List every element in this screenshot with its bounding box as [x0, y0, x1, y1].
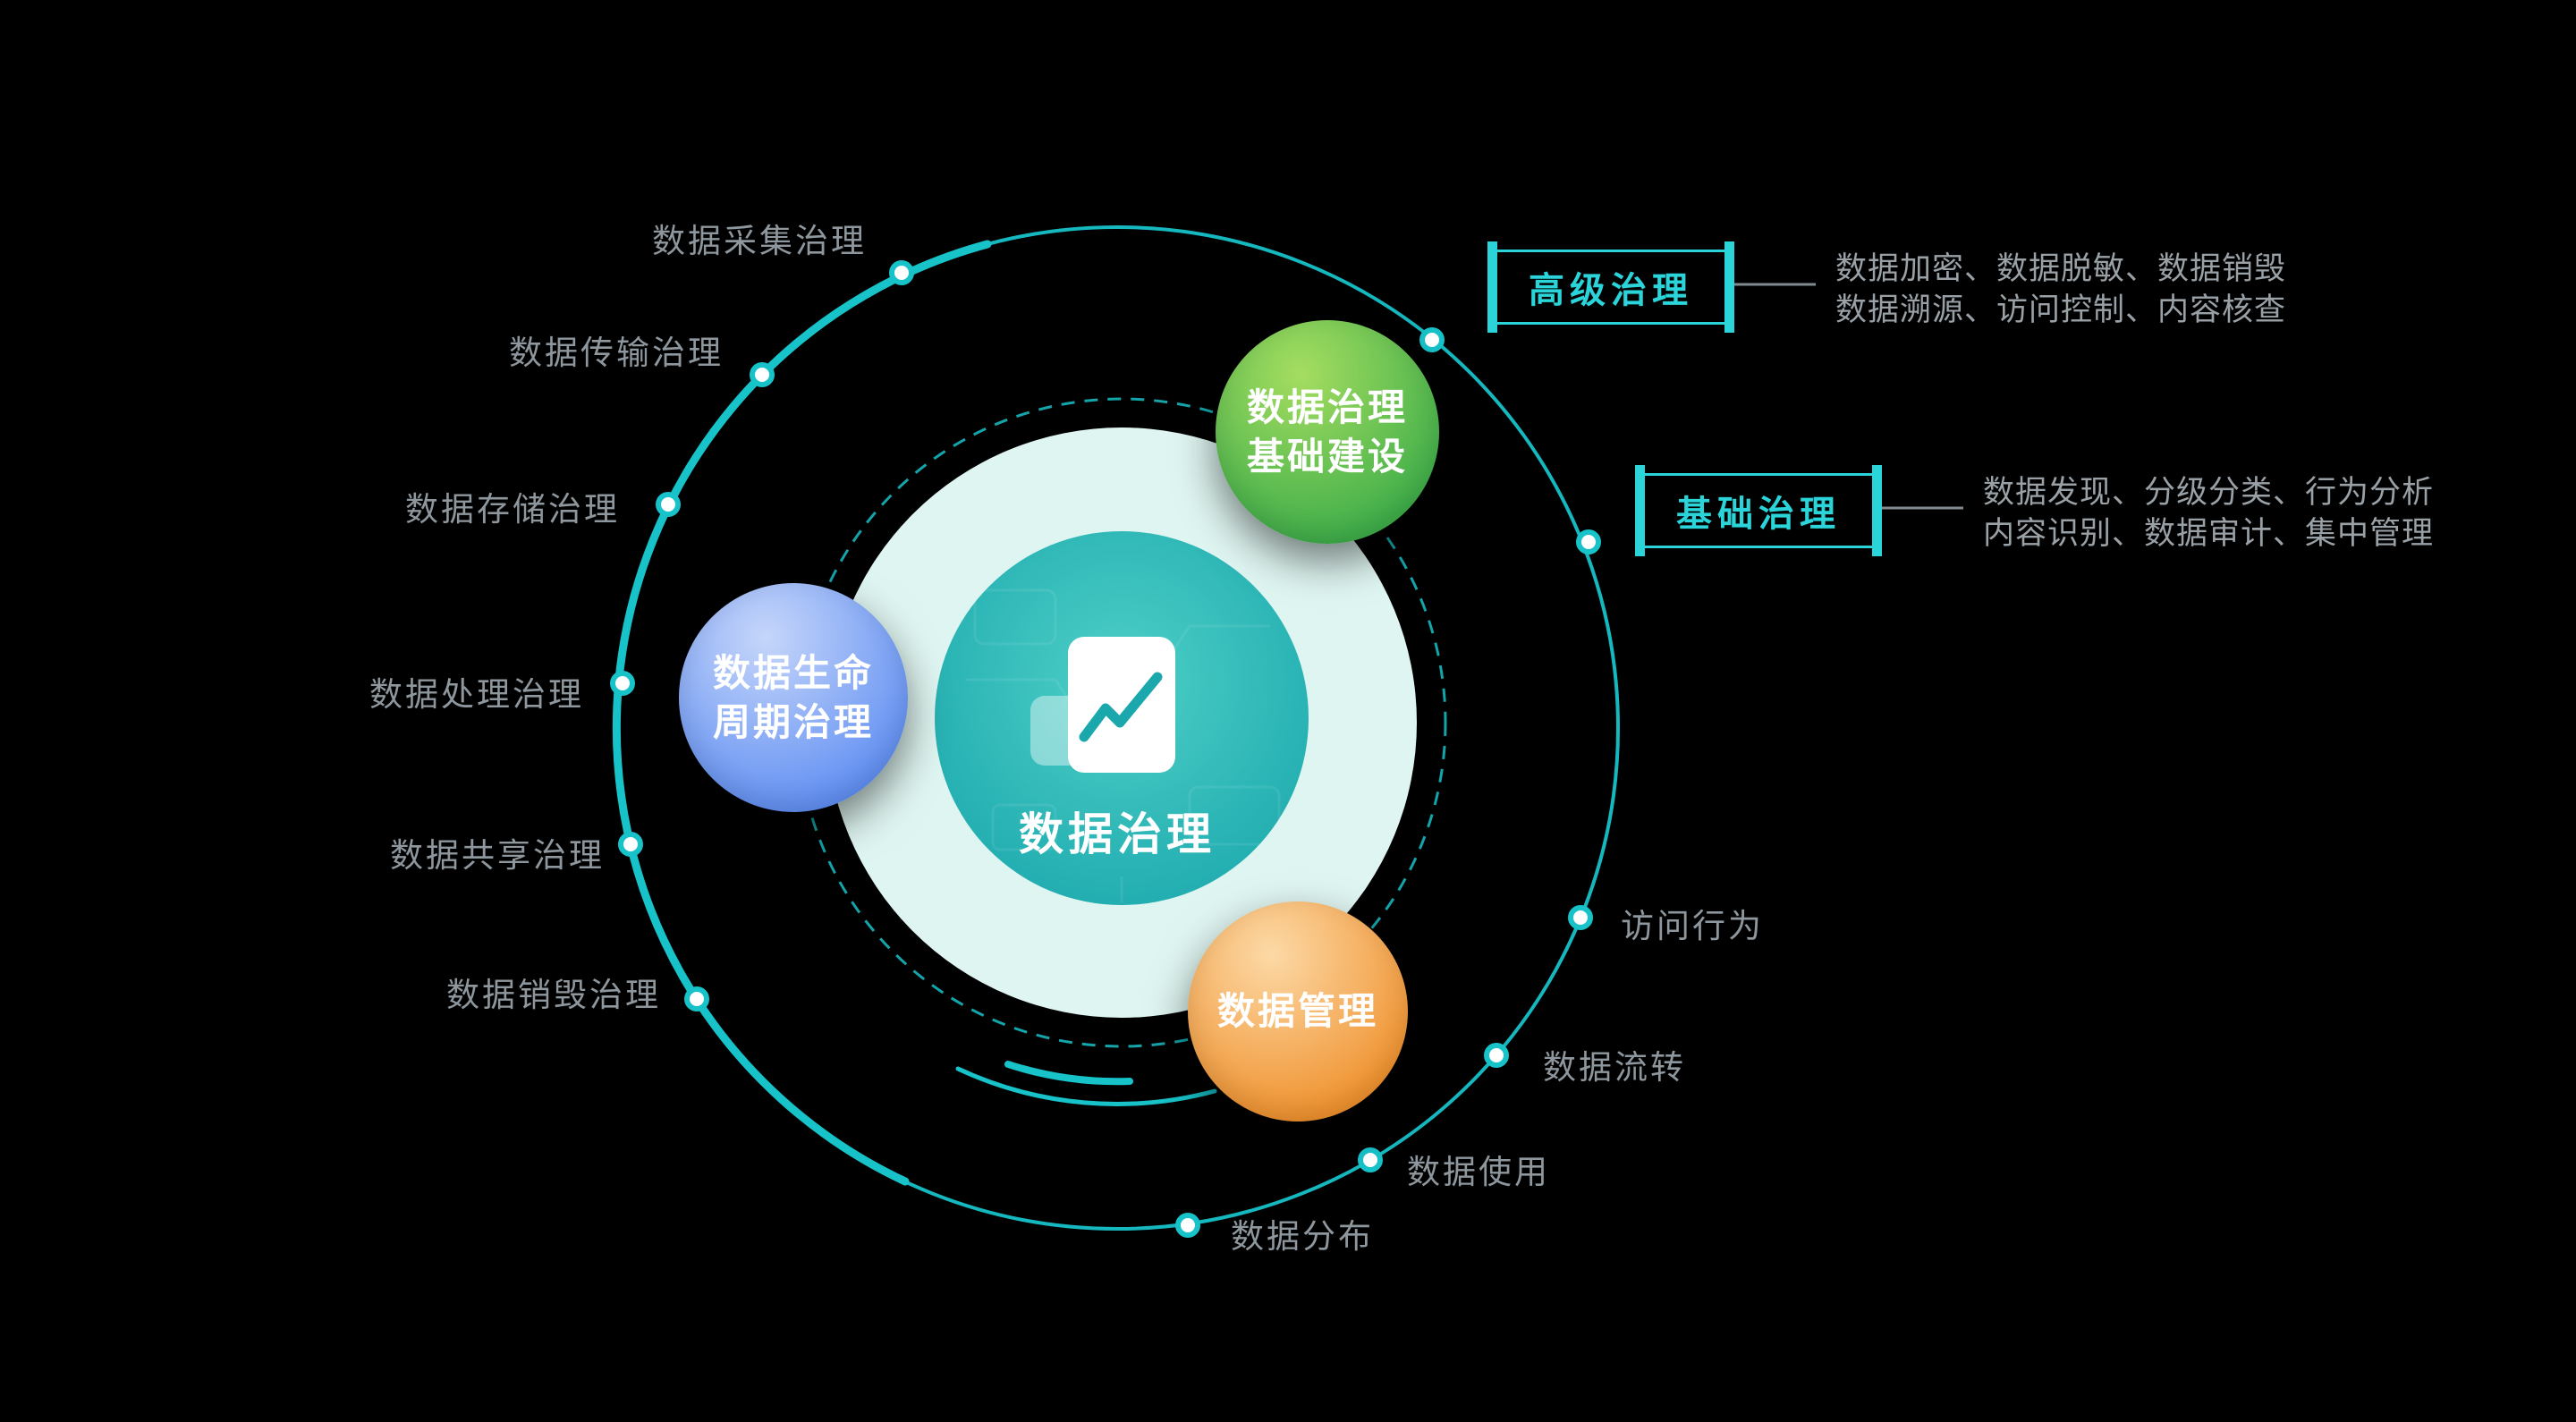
advanced-desc-line2: 数据溯源、访问控制、内容核查 — [1835, 292, 2287, 328]
basic-governance-desc: 数据发现、分级分类、行为分析 内容识别、数据审计、集中管理 — [1983, 472, 2434, 554]
ring-node-dot — [684, 986, 709, 1011]
ring-node-dot — [1419, 327, 1445, 352]
ring-label-usage: 数据使用 — [1407, 1153, 1550, 1191]
ring-label-collect: 数据采集治理 — [652, 222, 867, 260]
ring-node-dot — [656, 492, 681, 517]
bubble-lifecycle-line1: 数据生命 — [712, 650, 874, 695]
ring-node-dot — [1484, 1043, 1509, 1068]
document-chart-icon — [1068, 637, 1175, 773]
ring-label-flow: 数据流转 — [1543, 1048, 1686, 1087]
ring-node-dot — [750, 362, 775, 387]
ring-label-process: 数据处理治理 — [369, 675, 584, 714]
ring-node-dot — [618, 832, 643, 857]
advanced-governance-title: 高级治理 — [1529, 270, 1693, 311]
ring-node-dot — [889, 260, 914, 285]
chart-trend-line-icon — [1079, 672, 1163, 742]
ring-label-access: 访问行为 — [1621, 907, 1764, 945]
ring-label-destroy: 数据销毁治理 — [446, 976, 661, 1014]
circuit-pattern — [966, 588, 1281, 903]
bubble-management-line1: 数据管理 — [1216, 989, 1378, 1034]
ring-label-storage: 数据存储治理 — [405, 490, 620, 529]
advanced-governance-box: 高级治理 — [1487, 241, 1734, 333]
bubble-management: 数据管理 — [1188, 901, 1408, 1122]
bubble-infrastructure: 数据治理 基础建设 — [1216, 320, 1439, 544]
bubble-infrastructure-line2: 基础建设 — [1246, 435, 1408, 478]
ring-label-transfer: 数据传输治理 — [509, 334, 724, 372]
bubble-lifecycle: 数据生命 周期治理 — [679, 583, 908, 812]
ring-label-distribution: 数据分布 — [1231, 1217, 1374, 1256]
basic-desc-line1: 数据发现、分级分类、行为分析 — [1983, 475, 2435, 511]
decorative-arc — [955, 1066, 1217, 1106]
advanced-governance-desc: 数据加密、数据脱敏、数据销毁 数据溯源、访问控制、内容核查 — [1835, 249, 2286, 331]
dashed-circle — [796, 397, 1447, 1048]
basic-desc-line2: 内容识别、数据审计、集中管理 — [1983, 516, 2435, 552]
ring-node-dot — [1568, 905, 1593, 930]
bubble-infrastructure-line1: 数据治理 — [1246, 385, 1408, 429]
ring-node-dot — [610, 671, 635, 696]
advanced-desc-line1: 数据加密、数据脱敏、数据销毁 — [1835, 251, 2287, 287]
ring-node-dot — [1358, 1147, 1383, 1172]
center-title: 数据治理 — [1019, 808, 1216, 860]
bubble-lifecycle-line2: 周期治理 — [712, 700, 874, 744]
basic-governance-title: 基础治理 — [1676, 494, 1841, 535]
ring-node-dot — [1175, 1213, 1200, 1238]
ring-label-share: 数据共享治理 — [390, 836, 605, 875]
ring-node-dot — [1576, 529, 1601, 554]
basic-governance-box: 基础治理 — [1635, 465, 1882, 556]
decorative-arc — [1004, 1061, 1133, 1086]
